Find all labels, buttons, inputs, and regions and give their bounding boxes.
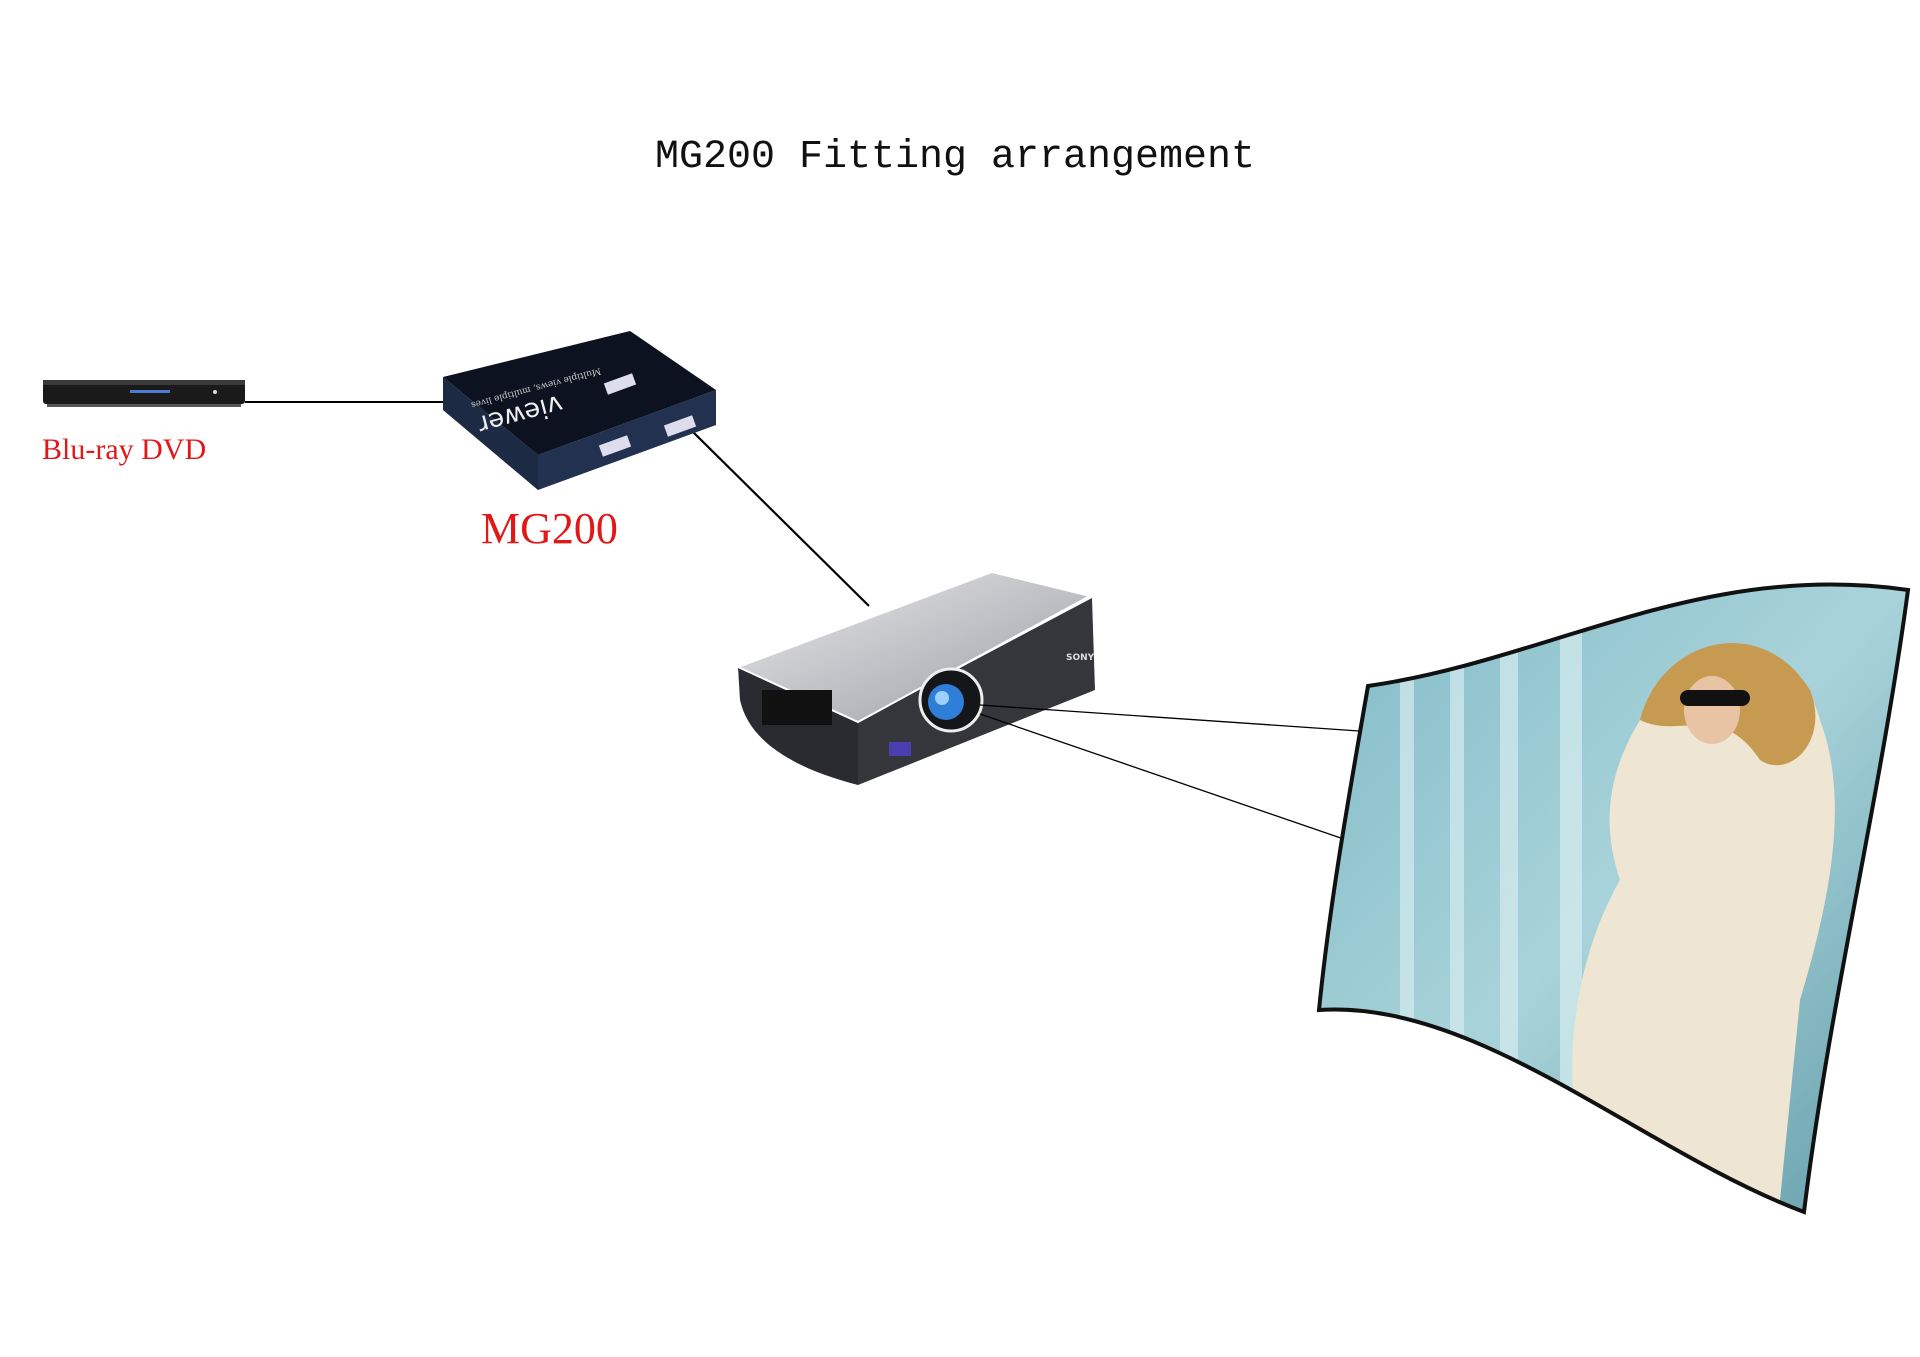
projector: SONY [735, 570, 1095, 785]
diagram-title: MG200 Fitting arrangement [655, 135, 1255, 180]
projection-screen [1316, 582, 1911, 1215]
mg200-device: viewer Multiple views, multiple lives [443, 331, 716, 490]
bluray-player [43, 380, 245, 407]
mg200-to-projector-cable [691, 430, 870, 607]
mg200-label: MG200 [481, 504, 618, 553]
projector-brand: SONY [1066, 653, 1095, 663]
bluray-label: Blu-ray DVD [42, 433, 206, 466]
connection-lines [245, 401, 870, 607]
